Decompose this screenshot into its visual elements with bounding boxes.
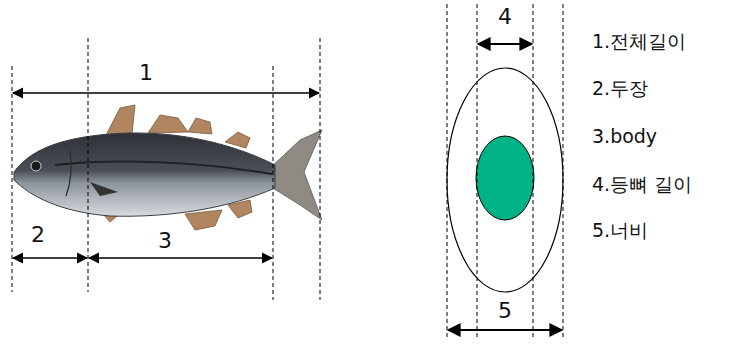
callout-number: 4 <box>496 4 514 30</box>
legend-text: 3.body <box>590 125 659 148</box>
callout-number: 2 <box>29 222 47 248</box>
legend-text: 4.등뼈 길이 <box>590 173 694 196</box>
callout-number: 5 <box>496 298 514 324</box>
legend-text: 5.너비 <box>590 219 650 242</box>
legend-text: 2.두장 <box>590 77 650 100</box>
callout-number: 3 <box>156 228 174 254</box>
legend-text: 1.전체길이 <box>590 30 688 53</box>
callout-number: 1 <box>137 60 155 86</box>
